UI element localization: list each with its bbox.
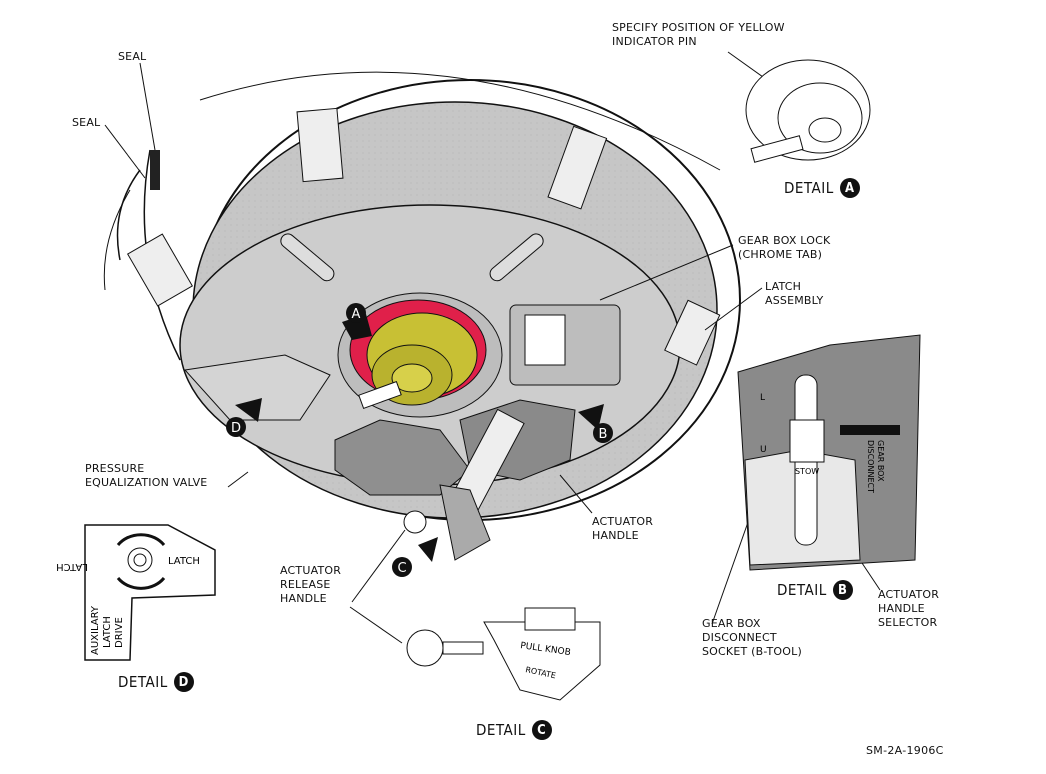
svg-text:C: C <box>397 561 406 576</box>
gear-box-lock-line-1: GEAR BOX LOCK <box>738 234 831 247</box>
svg-text:LATCH: LATCH <box>102 616 113 648</box>
detail-a-caption: DETAIL A <box>784 178 860 198</box>
gear-box-socket-line-3: SOCKET (B-TOOL) <box>702 645 802 658</box>
actuator-handle-drawing <box>403 408 525 561</box>
gear-box-socket-line-1: GEAR BOX <box>702 617 761 630</box>
marker-b: B <box>578 404 613 443</box>
svg-text:U: U <box>760 445 767 455</box>
seal-drawing <box>103 150 160 291</box>
pressure-valve-label: PRESSURE EQUALIZATION VALVE <box>85 462 207 490</box>
detail-d-caption: DETAIL D <box>118 672 194 692</box>
detail-c-caption: DETAIL C <box>476 720 552 740</box>
actuator-release-line-2: RELEASE <box>280 578 331 591</box>
gear-box-lock-line-2: (CHROME TAB) <box>738 248 823 261</box>
actuator-handle-label: ACTUATOR HANDLE <box>592 515 653 543</box>
marker-c: C <box>392 537 438 577</box>
selector-line-3: SELECTOR <box>878 616 938 629</box>
actuator-release-line-1: ACTUATOR <box>280 564 342 577</box>
figure-id: SM-2A-1906C <box>866 744 944 757</box>
detail-b-drawing: GEAR BOX DISCONNECT STOW L U <box>737 334 921 571</box>
svg-text:DRIVE: DRIVE <box>114 617 125 648</box>
selector-line-2: HANDLE <box>878 602 925 615</box>
marker-a: A <box>346 303 366 323</box>
svg-text:GEAR BOX: GEAR BOX <box>876 440 885 482</box>
seal-lower-label: SEAL <box>72 116 101 129</box>
detail-a-badge: A <box>839 178 860 198</box>
gear-box-lock-label: GEAR BOX LOCK (CHROME TAB) <box>738 234 830 262</box>
latch-assembly-line-2: ASSEMBLY <box>765 294 824 307</box>
pressure-valve-line-1: PRESSURE <box>85 462 145 475</box>
svg-text:LATCH: LATCH <box>168 556 200 567</box>
actuator-handle-line-2: HANDLE <box>592 529 639 542</box>
detail-c-badge: C <box>531 720 552 740</box>
svg-text:AUXILARY: AUXILARY <box>90 605 101 655</box>
actuator-handle-selector-label: ACTUATOR HANDLE SELECTOR <box>878 588 939 630</box>
latch-assembly-line-1: LATCH <box>765 280 802 293</box>
yellow-pin-line-1: SPECIFY POSITION OF YELLOW <box>612 21 785 34</box>
detail-d-badge: D <box>173 672 194 692</box>
gear-box-socket-line-2: DISCONNECT <box>702 631 777 644</box>
gearbox-assembly <box>337 292 503 418</box>
inner-hatch-plate <box>126 107 721 496</box>
yellow-pin-label: SPECIFY POSITION OF YELLOW INDICATOR PIN <box>612 21 785 49</box>
detail-b-badge: B <box>832 580 853 600</box>
svg-text:D: D <box>231 421 241 436</box>
selector-line-1: ACTUATOR <box>878 588 940 601</box>
actuator-release-line-3: HANDLE <box>280 592 327 605</box>
svg-text:L: L <box>760 393 765 403</box>
gear-box-socket-label: GEAR BOX DISCONNECT SOCKET (B-TOOL) <box>702 617 802 659</box>
svg-text:DISCONNECT: DISCONNECT <box>866 440 875 493</box>
svg-text:LATCH: LATCH <box>56 561 88 572</box>
svg-text:B: B <box>599 427 608 442</box>
actuator-release-handle-label: ACTUATOR RELEASE HANDLE <box>280 564 341 606</box>
detail-b-caption: DETAIL B <box>777 580 853 600</box>
pressure-valve-line-2: EQUALIZATION VALVE <box>85 476 208 489</box>
latch-assembly-label: LATCH ASSEMBLY <box>765 280 823 308</box>
marker-d: D <box>226 398 262 437</box>
seal-upper-label: SEAL <box>118 50 147 63</box>
detail-c-drawing: PULL KNOB ROTATE <box>406 607 601 701</box>
svg-text:A: A <box>352 307 361 322</box>
detail-a-drawing <box>745 59 871 163</box>
yellow-pin-line-2: INDICATOR PIN <box>612 35 697 48</box>
svg-text:STOW: STOW <box>795 467 819 476</box>
detail-d-drawing: LATCH LATCH AUXILARY LATCH DRIVE <box>56 524 216 661</box>
actuator-handle-line-1: ACTUATOR <box>592 515 654 528</box>
